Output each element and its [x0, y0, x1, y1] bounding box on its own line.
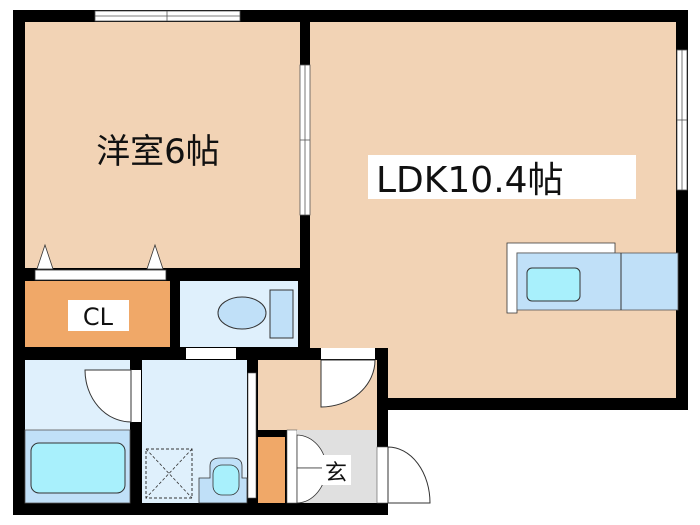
- bathroom-door[interactable]: [84, 369, 132, 423]
- ldk-label: LDK10.4帖: [376, 160, 564, 201]
- washroom: [142, 360, 257, 504]
- front-door[interactable]: [387, 446, 431, 504]
- sliding-door[interactable]: [247, 372, 257, 499]
- entrance: 玄: [258, 429, 431, 504]
- bathroom: [24, 360, 141, 504]
- toilet-icon: [217, 296, 267, 330]
- shoe-cabinet: [258, 437, 285, 503]
- kitchen-counter: [506, 242, 679, 314]
- western-room-label: 洋室6帖: [96, 132, 220, 172]
- western-room: 洋室6帖: [25, 22, 300, 268]
- windows: [94, 10, 688, 216]
- washer-space-icon: [145, 448, 193, 499]
- closet-label: CL: [83, 303, 114, 331]
- hallway: [258, 348, 377, 430]
- ldk-label-box: [368, 155, 636, 199]
- entrance-label: 玄: [325, 461, 347, 486]
- closet: CL: [25, 281, 170, 347]
- closet-doors: [34, 243, 167, 281]
- bathtub-icon: [30, 442, 126, 494]
- kitchen-sink-icon: [526, 267, 581, 302]
- ldk-door[interactable]: [320, 359, 376, 408]
- toilet-room: [180, 281, 298, 404]
- ldk-room: LDK10.4帖: [310, 22, 679, 398]
